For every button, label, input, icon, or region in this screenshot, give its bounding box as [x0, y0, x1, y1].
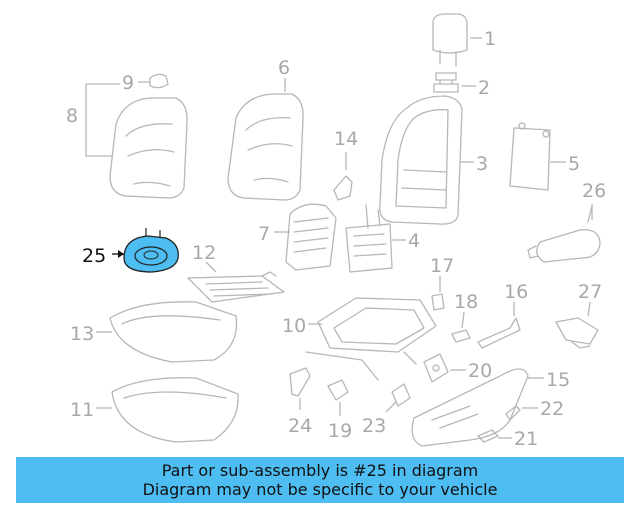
callout-6: 6 [278, 57, 290, 79]
callout-20: 20 [468, 360, 492, 382]
banner-line-1: Part or sub-assembly is #25 in diagram [161, 461, 479, 480]
part-13-cushion-cover[interactable] [109, 301, 238, 363]
callout-21: 21 [514, 428, 538, 450]
callout-4: 4 [408, 230, 420, 252]
callout-1: 1 [484, 28, 496, 50]
part-15-side-shield[interactable] [411, 368, 529, 447]
part-2-headrest-guide[interactable] [433, 72, 459, 93]
callout-24: 24 [288, 415, 312, 437]
part-3-seatback-frame[interactable] [379, 95, 463, 225]
part-18-cap[interactable] [451, 329, 471, 343]
part-4-recliner-mechanism[interactable] [345, 204, 393, 273]
part-12-heater-mat[interactable] [187, 271, 285, 303]
callout-15: 15 [546, 369, 570, 391]
part-23-bracket[interactable] [391, 383, 411, 407]
callout-26: 26 [582, 180, 606, 202]
part-5-back-panel[interactable] [509, 122, 551, 191]
callout-2: 2 [478, 77, 490, 99]
part-17-clip[interactable] [431, 293, 445, 311]
callout-17: 17 [430, 255, 454, 277]
callout-19: 19 [328, 420, 352, 442]
callout-23: 23 [362, 415, 386, 437]
part-19-cover[interactable] [327, 379, 349, 401]
part-6-seatback-cover[interactable] [227, 93, 304, 201]
callout-5: 5 [568, 153, 580, 175]
banner-line-2: Diagram may not be specific to your vehi… [142, 480, 498, 499]
part-26-motor[interactable] [527, 205, 601, 263]
callout-25: 25 [82, 245, 106, 267]
part-14-bracket[interactable] [333, 175, 353, 201]
part-25-highlighted[interactable] [123, 228, 179, 273]
callout-27: 27 [578, 281, 602, 303]
part-11-cushion-pad[interactable] [111, 377, 239, 443]
part-21-knob[interactable] [477, 429, 499, 443]
callout-12: 12 [192, 242, 216, 264]
callout-18: 18 [454, 291, 478, 313]
part-24-trim[interactable] [289, 367, 311, 397]
callout-9: 9 [122, 72, 134, 94]
part-10-seat-frame[interactable] [305, 297, 437, 381]
part-1-headrest[interactable] [432, 13, 468, 67]
callout-8: 8 [66, 105, 78, 127]
info-banner: Part or sub-assembly is #25 in diagram D… [16, 457, 624, 503]
part-20-switch[interactable] [423, 353, 449, 383]
callout-13: 13 [70, 323, 94, 345]
callout-10: 10 [282, 315, 306, 337]
part-8-seatback-assembly[interactable] [109, 97, 188, 199]
callout-7: 7 [258, 223, 270, 245]
callout-16: 16 [504, 281, 528, 303]
part-16-lever[interactable] [477, 317, 521, 349]
part-22-knob[interactable] [505, 405, 521, 421]
part-9-trim-clip[interactable] [149, 73, 169, 89]
callout-22: 22 [540, 398, 564, 420]
callout-3: 3 [476, 153, 488, 175]
callout-11: 11 [70, 399, 94, 421]
callout-14: 14 [334, 128, 358, 150]
part-27-switch[interactable] [555, 317, 599, 349]
part-7-seatback-pad[interactable] [285, 203, 337, 271]
